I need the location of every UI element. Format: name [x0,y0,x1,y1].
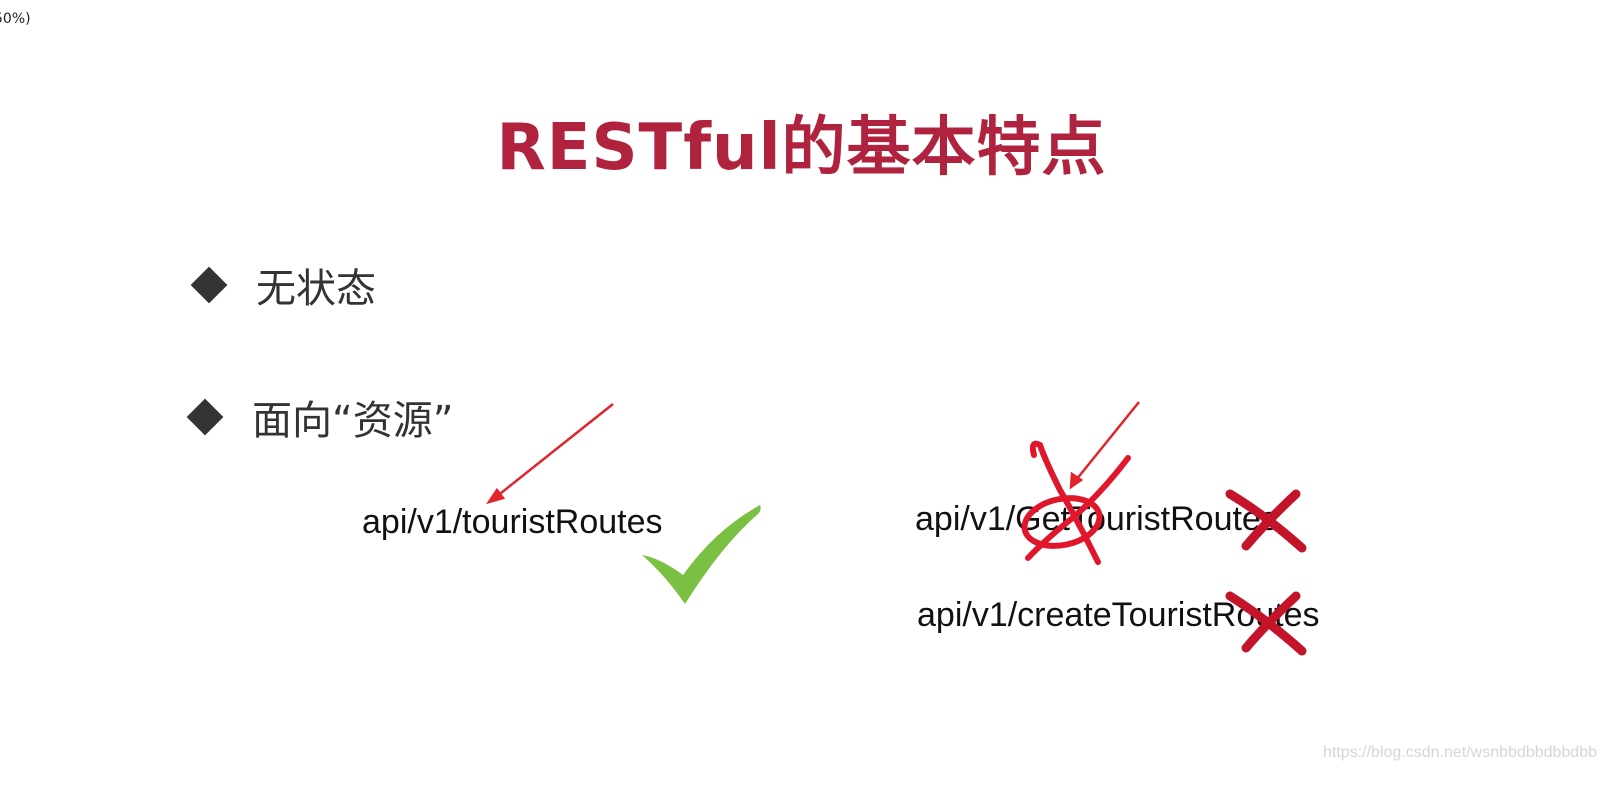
zoom-indicator: 50%) [0,11,31,27]
bullet-stateless: 无状态 [190,256,376,314]
diamond-bullet-icon [190,266,228,304]
endpoint-wrong-create: api/v1/createTouristRoutes [917,596,1320,634]
endpoint-wrong-get: api/v1/GetTouristRoutes [915,500,1278,538]
bullet-text: 面向“资源” [252,398,454,444]
diamond-bullet-icon [186,398,224,436]
watermark: https://blog.csdn.net/wsnbbdbbdbbdbb [1323,744,1597,761]
arrow-icon [486,403,614,505]
slide-title: RESTful的基本特点 [496,111,1107,185]
bullet-resource-oriented: 面向“资源” [186,388,454,446]
endpoint-correct: api/v1/touristRoutes [362,503,663,541]
bullet-text: 无状态 [256,266,376,312]
arrow-icon [1069,401,1140,490]
